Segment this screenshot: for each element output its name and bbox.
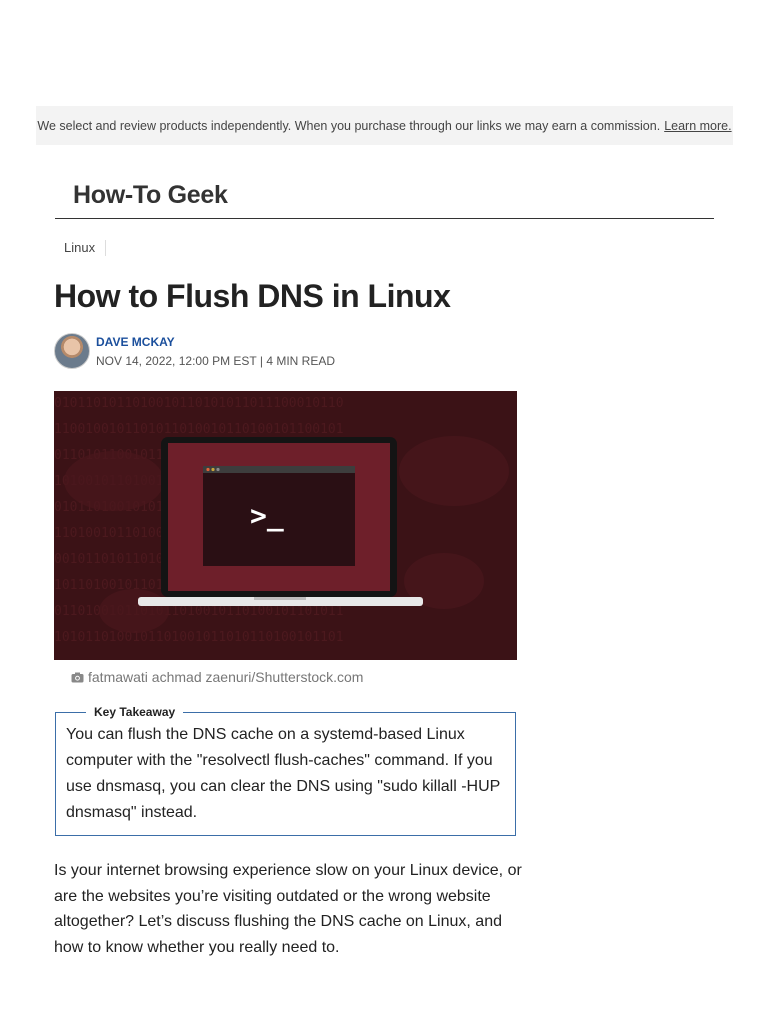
article-byline: DAVE MCKAY NOV 14, 2022, 12:00 PM EST | … (54, 333, 454, 371)
svg-text:101011010010110100101101011010: 1010110100101101001011010110100101101 (54, 630, 344, 645)
site-logo[interactable]: How-To Geek (73, 181, 228, 209)
article-date-readtime: NOV 14, 2022, 12:00 PM EST | 4 MIN READ (96, 354, 335, 368)
key-takeaway-label: Key Takeaway (86, 705, 184, 719)
key-takeaway-text: You can flush the DNS cache on a systemd… (66, 726, 501, 821)
author-avatar[interactable] (54, 333, 90, 369)
article-intro-paragraph: Is your internet browsing experience slo… (54, 862, 522, 956)
learn-more-link[interactable]: Learn more. (664, 118, 732, 133)
hero-image: 0101101011010010110101011011100010110 11… (54, 391, 517, 660)
svg-text:110010010110101101001011010010: 1100100101101011010010110100101100101 (54, 422, 344, 437)
terminal-prompt-glyph: >_ (250, 499, 284, 532)
site-header: How-To Geek (55, 175, 714, 219)
affiliate-disclosure-bar: We select and review products independen… (36, 106, 733, 145)
article-title: How to Flush DNS in Linux (54, 278, 451, 314)
disclosure-text: We select and review products independen… (37, 118, 661, 133)
svg-text:010110101101001011010101101110: 0101101011010010110101011011100010110 (54, 396, 344, 411)
breadcrumb-category-link[interactable]: Linux (64, 240, 107, 256)
image-credit: fatmawati achmad zaenuri/Shutterstock.co… (71, 669, 363, 685)
key-takeaway-box: Key Takeaway You can flush the DNS cache… (55, 705, 516, 836)
camera-icon (71, 672, 84, 682)
svg-text:011010010110101101001011010010: 0110100101101011010010110100101101011 (54, 604, 344, 619)
image-credit-text: fatmawati achmad zaenuri/Shutterstock.co… (88, 669, 364, 685)
author-name-link[interactable]: DAVE MCKAY (96, 335, 175, 349)
